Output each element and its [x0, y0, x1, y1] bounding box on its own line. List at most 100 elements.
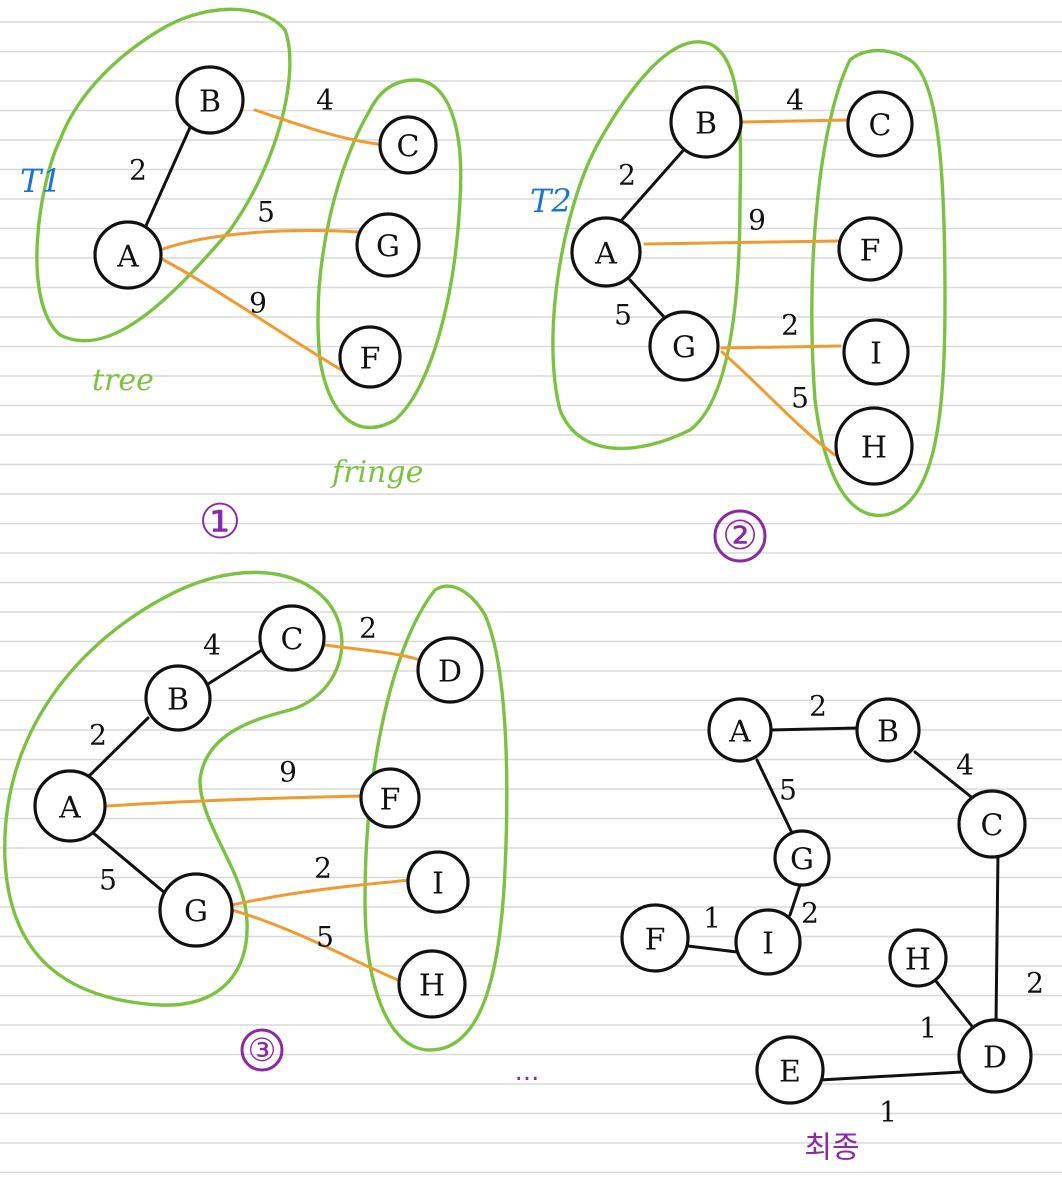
step-1-node-A-label: A [116, 240, 139, 275]
step-1-tag-T1: T1 [20, 162, 62, 200]
final-weight-F-I: 1 [703, 902, 721, 935]
step-3-marker: ③ [248, 1031, 277, 1069]
final-node-I [734, 908, 802, 976]
step-2-node-A [570, 216, 642, 288]
final-weight-A-B: 2 [809, 690, 827, 723]
final-edge-F-I [686, 944, 739, 954]
step-1-tree-label: tree [92, 363, 154, 398]
step-2-marker: ② [722, 513, 758, 559]
step-2-node-G-label: G [672, 331, 696, 366]
final-edge-E-D [818, 1070, 964, 1082]
step-3-weight-A-B: 2 [89, 719, 107, 752]
step-3-node-A-label: A [58, 791, 81, 826]
step-2-tree-edge-A-G [628, 278, 667, 320]
step-1-node-G-label: G [376, 230, 400, 265]
step-3-node-I-label: I [432, 867, 444, 902]
step-1-tree-set-outline [35, 7, 292, 343]
step-2-node-I [842, 318, 910, 386]
step-3-weight-G-I: 2 [314, 852, 332, 885]
step-2-weight-B-C: 4 [786, 84, 804, 117]
final-node-A [707, 697, 773, 763]
step-3-marker-circle [240, 1028, 284, 1072]
step-1-fringe-set-outline [316, 78, 463, 430]
step-3-weight-G-H: 5 [316, 921, 334, 954]
final-edge-C-D [994, 850, 1000, 1026]
final-node-G [773, 829, 831, 887]
final-node-E-label: E [779, 1055, 801, 1090]
step-2-node-F-label: F [860, 234, 881, 269]
step-2-node-C-label: C [869, 109, 892, 144]
final-node-H-label: H [905, 943, 931, 978]
step-2-weight-A-B: 2 [618, 159, 636, 192]
step-1-fringe-edge-A-G [158, 229, 362, 252]
final-weight-C-D: 2 [1026, 967, 1044, 1000]
step-1-weight-A-G: 5 [257, 196, 275, 229]
step-1-tree-edge-A-B [143, 121, 194, 230]
step-1-node-B-label: B [199, 85, 221, 120]
step-3-tree-edge-A-B [83, 716, 150, 782]
step-1-weight-A-B: 2 [129, 154, 147, 187]
step-3-node-C [258, 604, 326, 672]
final-edge-B-C [913, 750, 977, 802]
step-3-node-C-label: C [281, 623, 304, 658]
step-2-node-B [669, 85, 743, 159]
step-1-node-F-label: F [360, 342, 381, 377]
step-3-node-B-label: B [167, 683, 189, 718]
step-3-node-A [33, 769, 107, 843]
final-node-F [620, 903, 690, 973]
step-2-tag-T2: T2 [530, 182, 572, 220]
step-3-fringe-edge-C-D [323, 643, 422, 662]
notebook-ruled-lines [0, 21, 1062, 1174]
step-1-node-F [338, 325, 402, 389]
step-2-node-I-label: I [870, 337, 882, 372]
step-2-node-C [846, 90, 914, 158]
step-3-fringe-edge-A-F [106, 794, 364, 808]
step-2-panel: 2 5 4 9 2 5 B A G C F I H T2 ② [530, 40, 947, 563]
step-2-fringe-edge-G-I [720, 344, 842, 350]
final-edge-A-G [755, 758, 794, 835]
step-3-node-D [416, 636, 484, 704]
step-1-fringe-edge-A-F [158, 256, 347, 374]
final-mst-panel: 2 4 5 2 1 2 1 1 A B C G F I H D E 최종 [620, 690, 1044, 1166]
step-2-tree-edge-A-B [618, 143, 690, 224]
step-2-node-F [837, 216, 903, 282]
step-2-weight-A-G: 5 [614, 299, 632, 332]
step-3-tree-set-outline [3, 570, 344, 1007]
final-node-D-label: D [983, 1041, 1007, 1076]
final-node-I-label: I [762, 927, 774, 962]
final-node-C-label: C [981, 809, 1004, 844]
step-2-node-H [834, 406, 914, 486]
final-weight-H-D: 1 [919, 1012, 937, 1045]
step-2-node-G [648, 310, 720, 382]
final-weight-G-I: 2 [801, 897, 819, 930]
step-3-node-F-label: F [380, 783, 401, 818]
final-node-A-label: A [728, 715, 751, 750]
step-3-node-H [397, 949, 467, 1019]
final-node-C [957, 789, 1027, 859]
step-2-weight-A-F: 9 [748, 204, 766, 237]
final-node-G-label: G [790, 843, 814, 878]
step-2-fringe-edge-G-H [720, 350, 837, 457]
final-node-B-label: B [877, 715, 899, 750]
step-3-weight-B-C: 4 [203, 629, 221, 662]
final-node-B [855, 697, 921, 763]
step-2-weight-G-H: 5 [791, 382, 809, 415]
step-3-weight-A-G: 5 [99, 864, 117, 897]
step-2-fringe-edge-A-F [643, 239, 840, 246]
step-2-node-H-label: H [861, 431, 887, 466]
step-1-weight-A-F: 9 [249, 287, 267, 320]
final-weight-B-C: 4 [956, 749, 974, 782]
step-2-node-B-label: B [695, 107, 717, 142]
final-weight-A-G: 5 [779, 774, 797, 807]
step-2-marker-circle [713, 509, 767, 563]
final-node-D [957, 1018, 1033, 1094]
step-3-node-I [406, 850, 470, 914]
step-3-weight-C-D: 2 [359, 612, 377, 645]
step-1-fringe-edge-B-C [253, 108, 387, 147]
step-2-fringe-edge-B-C [740, 118, 852, 124]
step-1-node-A [93, 220, 163, 290]
step-3-panel: 2 4 5 2 9 2 5 A B C G D F I H ③ [3, 570, 509, 1072]
step-3-node-H-label: H [419, 969, 445, 1004]
final-node-F-label: F [645, 923, 666, 958]
